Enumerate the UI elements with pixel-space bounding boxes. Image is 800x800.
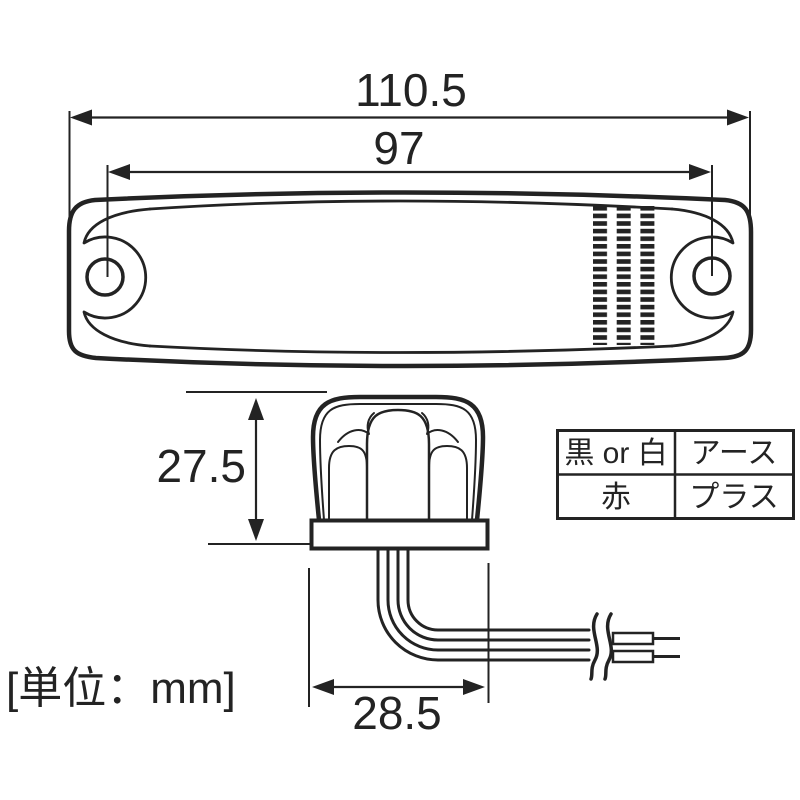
arrowhead-left xyxy=(108,164,130,180)
lamp-body-outer-outline xyxy=(66,190,754,369)
table-cell-polarity-1: アース xyxy=(691,437,778,470)
arrowhead-left xyxy=(312,679,334,695)
wires xyxy=(376,547,680,681)
unit-note: [単位：mm] xyxy=(6,664,236,713)
wire-line xyxy=(386,547,591,652)
wire-line xyxy=(396,547,591,642)
lens-center-arch xyxy=(365,408,431,522)
side-view xyxy=(309,394,680,681)
lens-curl-right xyxy=(421,412,459,443)
vent-slits xyxy=(593,206,657,345)
dimension-overall-width: 110.5 xyxy=(68,64,751,230)
wiring-table: 黒 or 白 アース 赤 プラス xyxy=(556,429,795,520)
lens-left-panel xyxy=(328,445,368,521)
arrowhead-up xyxy=(248,398,264,420)
dimension-hole-pitch: 97 xyxy=(106,122,713,277)
wire-break-symbol xyxy=(589,612,614,681)
mounting-hole-left xyxy=(85,257,125,297)
wire-end-top xyxy=(611,631,655,646)
wire-end-bottom xyxy=(611,649,655,664)
lens-curl-left xyxy=(337,412,375,443)
lamp-base xyxy=(309,518,490,551)
dimension-base-width: 28.5 xyxy=(308,563,490,739)
arrowhead-down xyxy=(248,519,264,541)
dimension-value-overall-width: 110.5 xyxy=(355,64,467,116)
lamp-inner-bottom-line xyxy=(148,344,674,354)
table-cell-wire-color-2: 赤 xyxy=(601,481,631,514)
arrowhead-right xyxy=(727,109,749,126)
right-hole-bracket xyxy=(669,207,735,348)
table-cell-polarity-2: プラス xyxy=(689,481,778,514)
lens-dome-outline xyxy=(310,394,486,523)
lamp-inner-top-line xyxy=(148,199,674,211)
arrowhead-right xyxy=(463,679,485,695)
table-cell-wire-color-1: 黒 or 白 xyxy=(564,437,667,470)
wire-line xyxy=(406,547,591,632)
lens-dome-inner-line xyxy=(319,403,477,521)
top-view xyxy=(66,190,754,369)
dimension-value-body-height: 27.5 xyxy=(156,440,246,492)
wire-line xyxy=(376,547,591,662)
arrowhead-left xyxy=(70,109,92,126)
left-hole-bracket xyxy=(82,207,152,348)
dimension-body-height: 27.5 xyxy=(156,391,327,545)
dimension-value-base-width: 28.5 xyxy=(352,687,442,739)
arrowhead-right xyxy=(689,164,711,180)
dimension-value-hole-pitch: 97 xyxy=(373,122,424,174)
lens-right-panel xyxy=(428,445,468,521)
